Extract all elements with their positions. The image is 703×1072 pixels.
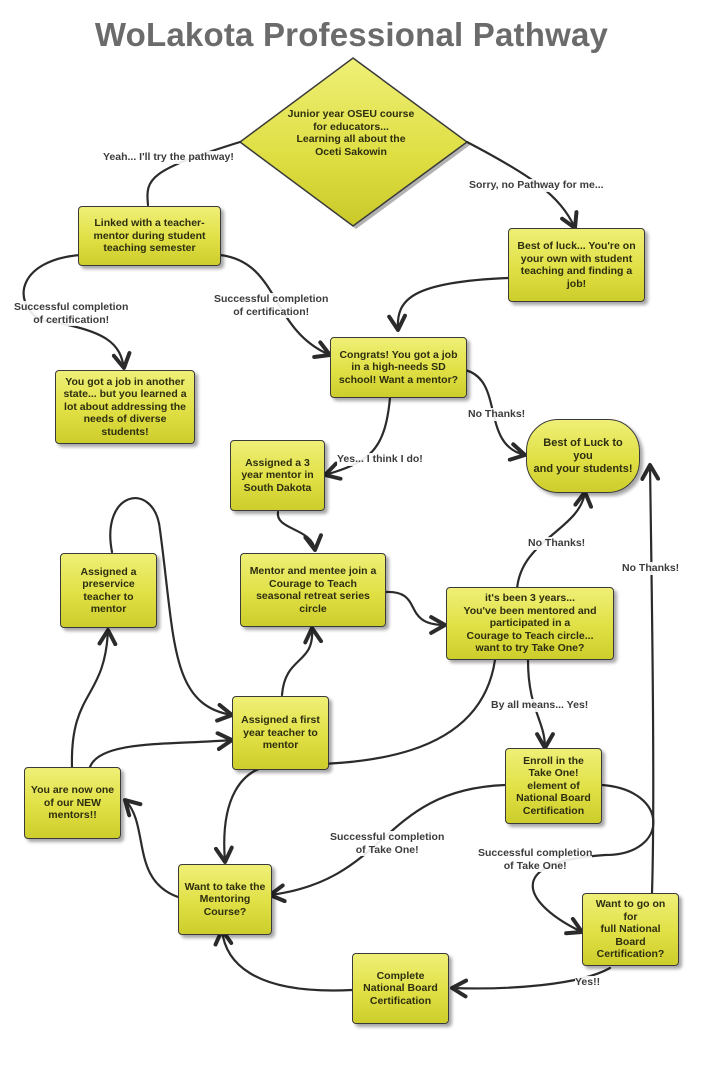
edge-congrats-to-assigned-3yr bbox=[323, 396, 392, 481]
node-new-mentors: You are now one of our NEW mentors!! bbox=[24, 767, 121, 839]
edge-three-years-to-best-luck bbox=[515, 490, 594, 592]
edge-label-no-thanks-1: No Thanks! bbox=[468, 408, 526, 421]
edge-new-mentors-to-first-year bbox=[88, 731, 234, 769]
node-enroll-take-one: Enroll in the Take One! element of Natio… bbox=[505, 748, 602, 824]
node-assigned-3yr-mentor: Assigned a 3 year mentor in South Dakota bbox=[230, 440, 325, 511]
edge-label-yes-i-do: Yes... I think I do! bbox=[337, 453, 423, 466]
edge-full-nbc-to-best-luck bbox=[640, 463, 661, 895]
node-best-luck-own: Best of luck... You're on your own with … bbox=[508, 228, 645, 302]
start-diamond-shape bbox=[238, 57, 470, 229]
node-linked-mentor: Linked with a teacher- mentor during stu… bbox=[78, 206, 221, 266]
edge-label-by-all-means: By all means... Yes! bbox=[491, 699, 589, 712]
node-three-years: it's been 3 years... You've been mentore… bbox=[446, 587, 614, 660]
edge-label-try-pathway: Yeah... I'll try the pathway! bbox=[103, 151, 234, 164]
edge-enroll-to-full-nbc bbox=[531, 783, 655, 936]
edge-assigned-3yr-to-join bbox=[276, 510, 323, 552]
edge-label-cert-left: Successful completion of certification! bbox=[14, 301, 129, 326]
edge-label-take-one-right: Successful completion of Take One! bbox=[478, 847, 593, 872]
edge-label-no-thanks-3: No Thanks! bbox=[622, 562, 680, 575]
start-node: Junior year OSEU course for educators...… bbox=[287, 108, 415, 158]
node-full-nbc: Want to go on for full National Board Ce… bbox=[582, 893, 679, 966]
node-assigned-first-year: Assigned a first year teacher to mentor bbox=[232, 696, 329, 770]
edge-mentoring-course-to-new-mentors bbox=[123, 798, 180, 899]
edge-complete-nbc-to-mentoring-course bbox=[213, 928, 354, 992]
edge-diamond-to-linked-mentor bbox=[146, 140, 242, 207]
page-title: WoLakota Professional Pathway bbox=[94, 16, 609, 53]
edge-label-cert-right: Successful completion of certification! bbox=[214, 293, 329, 318]
node-complete-nbc: Complete National Board Certification bbox=[352, 953, 449, 1024]
edge-label-no-pathway: Sorry, no Pathway for me... bbox=[469, 179, 604, 192]
edge-label-no-thanks-2: No Thanks! bbox=[528, 537, 586, 550]
edge-three-years-to-enroll bbox=[526, 658, 555, 750]
node-best-luck-students: Best of Luck to you and your students! bbox=[526, 419, 640, 493]
edge-preservice-to-first-year bbox=[109, 497, 234, 723]
node-congrats-job: Congrats! You got a job in a high-needs … bbox=[330, 337, 467, 398]
edge-full-nbc-to-complete-nbc bbox=[450, 966, 612, 999]
node-assigned-preservice: Assigned a preservice teacher to mentor bbox=[60, 553, 157, 628]
edge-first-year-to-join bbox=[280, 626, 323, 697]
edge-new-mentors-to-preservice bbox=[70, 628, 118, 769]
node-job-another-state: You got a job in another state... but yo… bbox=[55, 370, 195, 444]
node-mentor-mentee-join: Mentor and mentee join a Courage to Teac… bbox=[240, 553, 386, 627]
edge-best-luck-own-to-congrats bbox=[387, 276, 510, 332]
edge-label-yes-bang: Yes!! bbox=[575, 976, 601, 989]
edge-label-take-one-left: Successful completion of Take One! bbox=[330, 831, 445, 856]
edge-join-to-three-years bbox=[383, 590, 447, 635]
node-mentoring-course: Want to take the Mentoring Course? bbox=[178, 864, 272, 935]
